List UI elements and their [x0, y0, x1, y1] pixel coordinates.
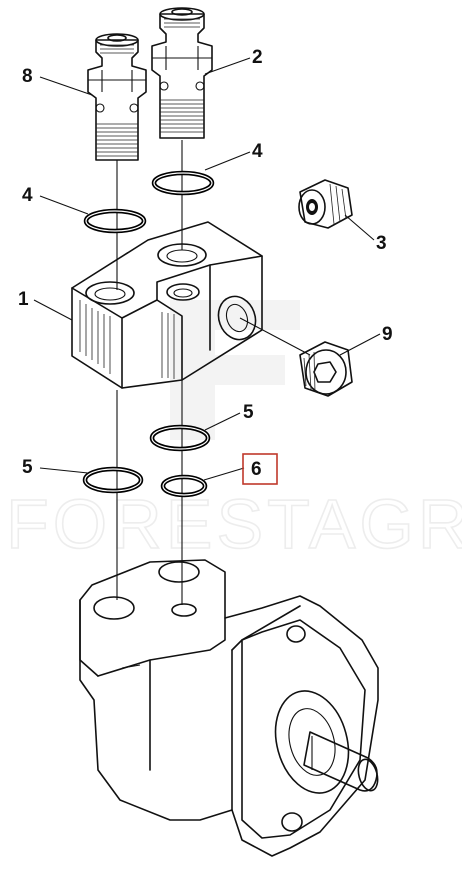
callout-5-right: 5	[243, 402, 254, 423]
callout-6: 6	[251, 459, 262, 480]
part-6-seal	[160, 474, 208, 498]
callout-9: 9	[382, 324, 393, 345]
part-4-seal-left	[83, 208, 147, 234]
callout-3: 3	[376, 233, 387, 254]
watermark-text: FORESTAGRI	[6, 485, 462, 563]
callout-4-upper: 4	[252, 141, 263, 162]
part-5-seal-right	[149, 424, 211, 452]
callout-labels: 8 2 4 4 1 3 9 5 5 6	[18, 47, 393, 480]
part-4-seal-right	[151, 170, 215, 196]
callout-4-lower: 4	[22, 185, 33, 206]
callout-leader-lines	[33, 57, 381, 481]
part-8-fitting	[87, 33, 147, 161]
part-3-plug	[298, 179, 353, 229]
callout-8: 8	[22, 66, 33, 87]
watermark: FORESTAGRI	[5, 300, 462, 564]
callout-1: 1	[18, 289, 29, 310]
axis-line-side-port	[239, 317, 311, 356]
callout-2: 2	[252, 47, 263, 68]
callout-6-highlight-box	[242, 453, 278, 485]
part-2-fitting	[151, 7, 213, 139]
part-9-plug	[299, 341, 353, 397]
part-1-manifold-block	[71, 221, 263, 389]
hydraulic-motor	[79, 559, 379, 857]
watermark-logo-icon	[170, 300, 300, 440]
part-5-seal-left	[82, 466, 144, 494]
callout-5-left: 5	[22, 457, 33, 478]
